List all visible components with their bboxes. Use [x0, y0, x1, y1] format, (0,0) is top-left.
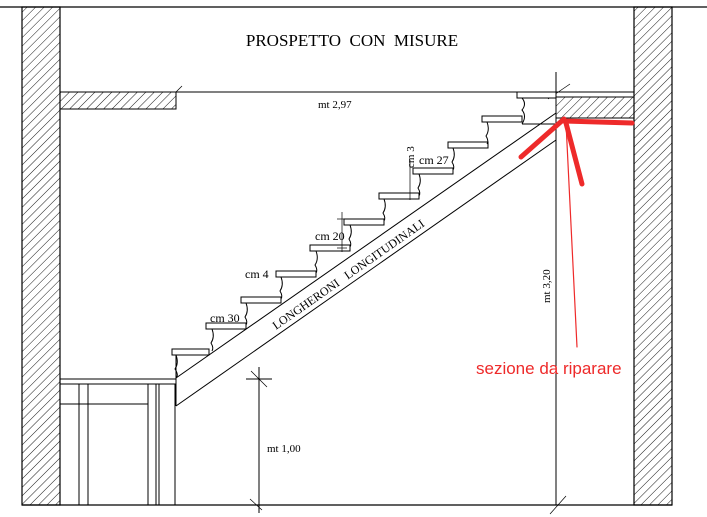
right-wall	[633, 6, 673, 506]
tread-thickness-label: cm 3	[405, 146, 417, 168]
drawing-title: PROSPETTO CON MISURE	[246, 31, 458, 50]
left-wall	[21, 6, 61, 506]
lower-structure	[60, 378, 176, 505]
nosing-label: cm 4	[245, 267, 269, 281]
repair-annotation-text: sezione da riparare	[476, 359, 622, 378]
upper-left-slab	[59, 85, 183, 110]
riser-height-label: cm 20	[315, 229, 345, 243]
tread-depth-label: cm 27	[419, 153, 449, 167]
total-height-label: mt 3,20	[541, 269, 553, 303]
landing-slab	[555, 96, 635, 119]
lower-height-dimension	[246, 367, 272, 513]
tread-width-label: cm 30	[210, 311, 240, 325]
riser-dimension-ticks	[337, 160, 411, 252]
landing-width-label: mt 2,97	[318, 99, 352, 111]
repair-annotation-marks	[518, 116, 635, 348]
lower-height-label: mt 1,00	[267, 443, 301, 455]
stair-steps	[171, 91, 557, 379]
